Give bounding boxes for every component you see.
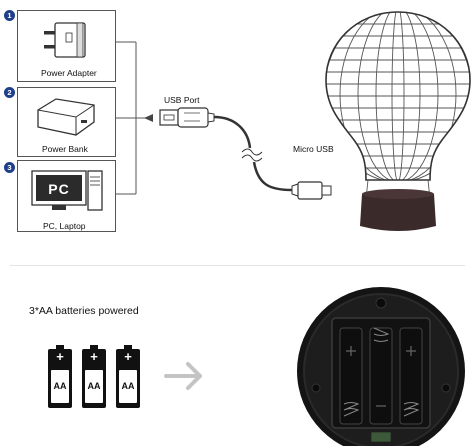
lamp-base — [360, 194, 436, 231]
micro-usb-label: Micro USB — [293, 144, 334, 154]
usb-cable-icon — [159, 107, 332, 200]
aa-battery-icon: + AA — [116, 345, 140, 408]
power-bank-box: Power Bank — [17, 87, 116, 157]
section-divider — [10, 265, 465, 266]
power-adapter-icon — [44, 22, 86, 58]
battery-label: AA — [53, 381, 67, 391]
arrow-left-icon — [144, 114, 153, 122]
step-badge-2: 2 — [4, 87, 15, 98]
battery-label: AA — [121, 381, 135, 391]
power-bank-label: Power Bank — [42, 144, 88, 154]
aa-battery-icon: + AA — [48, 345, 72, 408]
battery-compartment-icon — [297, 287, 465, 446]
battery-plus: + — [124, 349, 132, 364]
battery-plus: + — [56, 349, 64, 364]
arrow-right-icon — [164, 362, 202, 390]
desktop-pc-icon — [31, 170, 103, 211]
pc-laptop-box: PC PC, Laptop — [17, 160, 116, 232]
pc-laptop-label: PC, Laptop — [43, 221, 86, 231]
bulb-lamp-icon — [325, 11, 471, 231]
battery-plus: + — [90, 349, 98, 364]
connector-lines — [116, 41, 153, 195]
aa-battery-icon: + AA — [82, 345, 106, 408]
power-adapter-box: Power Adapter — [17, 10, 116, 82]
battery-caption: 3*AA batteries powered — [29, 305, 139, 317]
power-bank-icon — [37, 98, 95, 136]
step-badge-1: 1 — [4, 10, 15, 21]
step-badge-3: 3 — [4, 162, 15, 173]
battery-label: AA — [87, 381, 101, 391]
power-adapter-label: Power Adapter — [41, 68, 97, 78]
usb-port-label: USB Port — [164, 95, 200, 105]
pc-screen-text: PC — [48, 181, 70, 197]
